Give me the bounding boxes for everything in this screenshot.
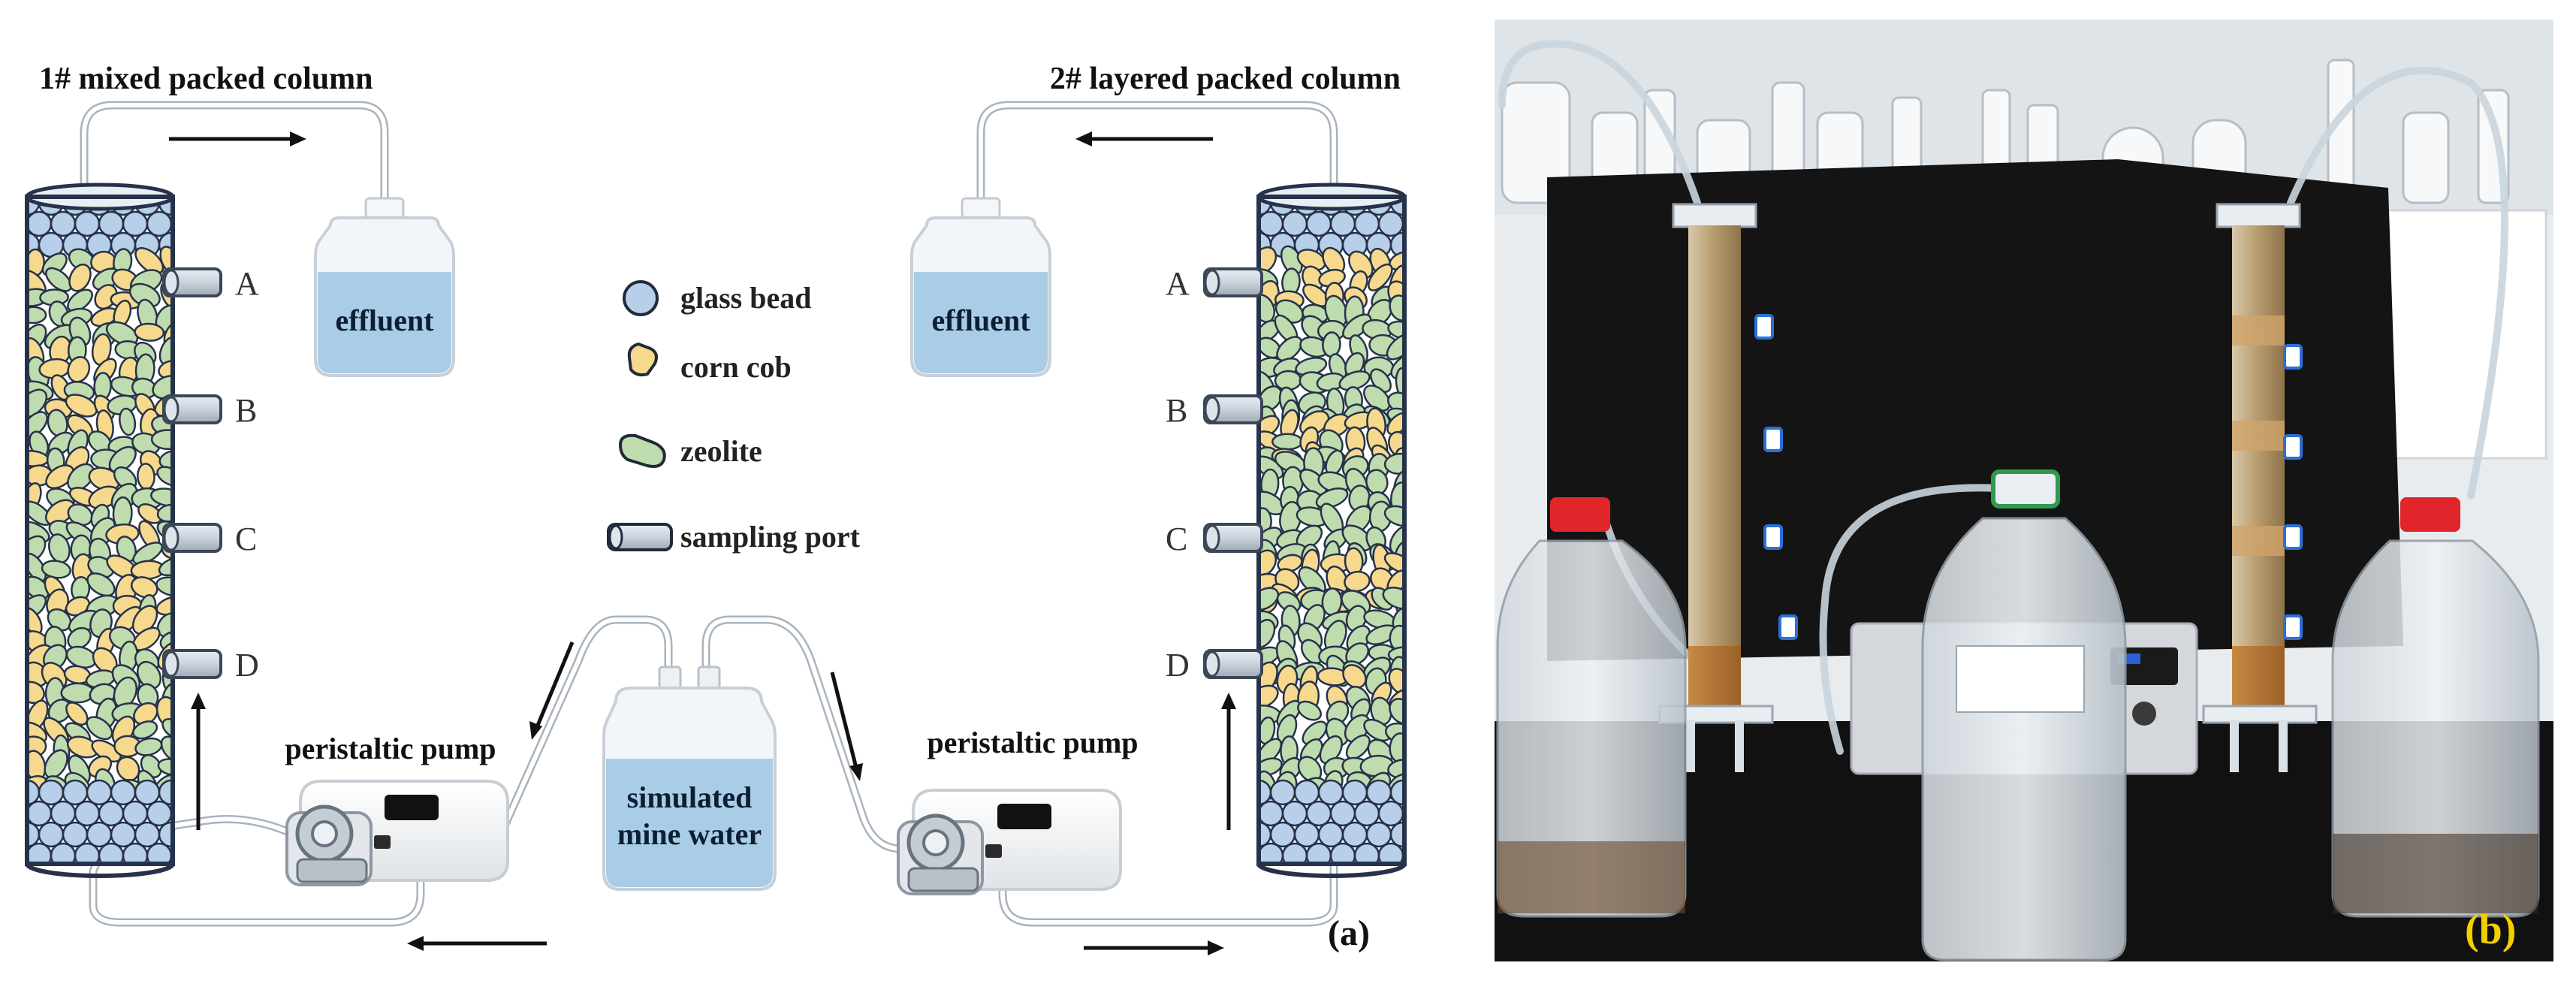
legend-corn-cob: corn cob <box>680 350 792 384</box>
port-c-column-1[interactable] <box>162 523 222 553</box>
peristaltic-pump-1[interactable] <box>285 780 509 886</box>
port-b-column-2[interactable] <box>1203 394 1263 424</box>
port-label-a-column-2: A <box>1166 265 1190 302</box>
zeolite-icon <box>618 433 666 468</box>
glass-bead-icon <box>623 280 659 316</box>
legend-zeolite: zeolite <box>680 434 762 468</box>
column1-title: 1# mixed packed column <box>39 62 373 96</box>
port-label-d-column-2: D <box>1166 647 1190 684</box>
photo-bottle-left <box>1496 497 1687 918</box>
arrow-right-icon <box>1084 940 1224 955</box>
column-1-ports <box>162 267 222 679</box>
flow-arrows <box>169 131 1236 955</box>
source-label-line1: simulated <box>627 780 753 814</box>
arrow-right-icon <box>169 131 306 146</box>
port-a-column-1[interactable] <box>162 267 222 297</box>
pump-label-1: peristaltic pump <box>285 732 496 765</box>
panel-b-photo: (b) <box>1495 20 2553 961</box>
column-2-packing <box>1259 195 1404 865</box>
port-d-column-1[interactable] <box>162 649 222 679</box>
photo-column-2 <box>2202 203 2318 772</box>
column-2-ports <box>1203 267 1263 679</box>
arrow-left-icon <box>1075 131 1213 146</box>
port-a-column-2[interactable] <box>1203 267 1263 297</box>
legend: glass bead corn cob zeolite sampling por… <box>607 280 861 554</box>
effluent-label-2: effluent <box>931 303 1030 337</box>
port-b-column-1[interactable] <box>162 394 222 424</box>
effluent-bottle-1: effluent <box>314 197 455 377</box>
corn-cob-icon <box>627 342 658 377</box>
sampling-port-icon <box>607 523 673 551</box>
arrow-up-icon <box>1221 693 1236 830</box>
column-2-layered <box>1256 183 1407 878</box>
legend-sampling-port: sampling port <box>680 520 861 554</box>
port-label-a-column-1: A <box>235 265 259 302</box>
black-backdrop <box>1547 159 2403 661</box>
column-1-mixed <box>25 183 175 878</box>
column2-title: 2# layered packed column <box>1050 62 1401 96</box>
port-label-c-column-2: C <box>1166 521 1187 557</box>
pump-label-2: peristaltic pump <box>927 726 1138 759</box>
port-label-d-column-1: D <box>235 647 259 684</box>
photo-bottle-middle <box>1921 469 2127 961</box>
arrow-down-right-icon <box>830 672 863 781</box>
paper-sheet <box>2379 209 2547 460</box>
port-d-column-2[interactable] <box>1203 649 1263 679</box>
photo-sampling-valves <box>1754 314 2303 640</box>
panel-a-label: (a) <box>1328 913 1370 953</box>
arrow-left-icon <box>407 936 547 951</box>
arrow-down-left-icon <box>529 641 575 740</box>
photo-column-1 <box>1658 203 1774 772</box>
port-label-b-column-1: B <box>235 392 257 429</box>
panel-a-schematic: 1# mixed packed column 2# layered packed… <box>25 62 1407 955</box>
port-label-c-column-1: C <box>235 521 257 557</box>
effluent-bottle-2: effluent <box>910 197 1051 377</box>
port-c-column-2[interactable] <box>1203 523 1263 553</box>
source-bottle: simulated mine water <box>602 666 777 891</box>
effluent-label-1: effluent <box>335 303 434 337</box>
legend-glass-bead: glass bead <box>680 281 812 315</box>
panel-b-label: (b) <box>2465 907 2516 953</box>
port-label-b-column-2: B <box>1166 392 1187 429</box>
arrow-up-icon <box>191 693 206 830</box>
source-label-line2: mine water <box>617 817 762 851</box>
photo-bottle-right <box>2331 497 2540 918</box>
peristaltic-pump-2[interactable] <box>897 789 1122 895</box>
